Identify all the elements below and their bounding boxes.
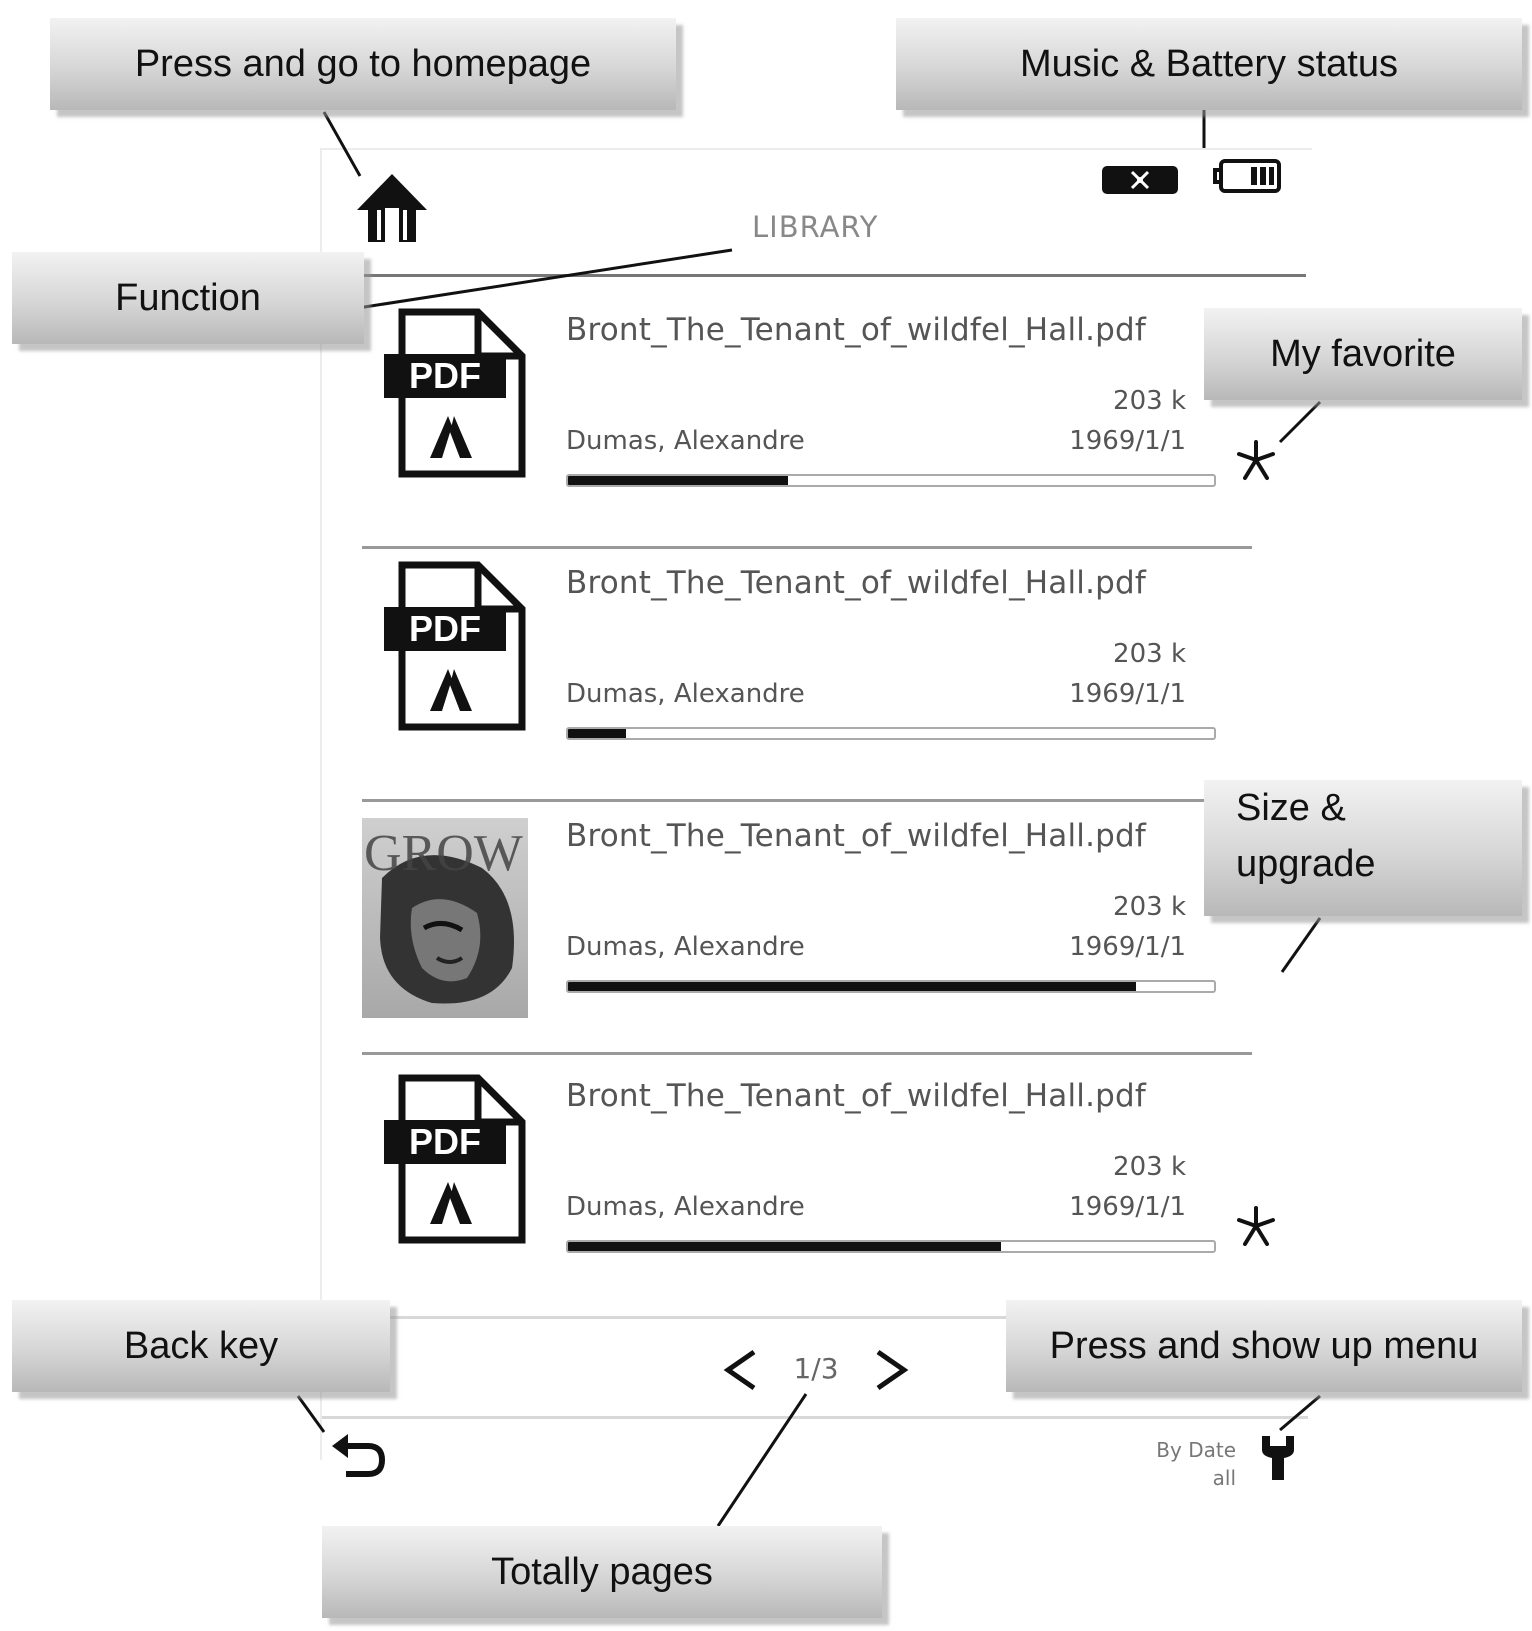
reading-progress-bar <box>566 1240 1216 1253</box>
reading-progress-fill <box>568 1242 1001 1251</box>
callout-favorite: My favorite <box>1204 308 1522 400</box>
home-icon[interactable] <box>355 172 429 244</box>
callout-size-upgrade: Size & upgrade <box>1204 780 1522 916</box>
callout-function: Function <box>12 252 364 344</box>
callout-back: Back key <box>12 1300 390 1392</box>
book-author: Dumas, Alexandre <box>566 679 805 709</box>
page-title: LIBRARY <box>752 210 879 244</box>
pdf-file-icon: PDF <box>384 561 526 731</box>
cover-title: GROW <box>364 825 523 882</box>
callout-pages: Totally pages <box>322 1526 882 1618</box>
reading-progress-bar <box>566 980 1216 993</box>
callout-menu: Press and show up menu <box>1006 1300 1522 1392</box>
chevron-right-icon[interactable] <box>872 1348 910 1392</box>
item-divider <box>362 546 1252 549</box>
header-divider <box>362 274 1306 277</box>
footer-divider <box>322 1416 1308 1419</box>
book-item[interactable]: PDF Bront_The_Tenant_of_wildfel_Hall.pdf… <box>372 1064 1275 1326</box>
book-author: Dumas, Alexandre <box>566 426 805 456</box>
callout-size-line2: upgrade <box>1236 843 1376 885</box>
footer-divider <box>322 1316 1308 1319</box>
callout-status: Music & Battery status <box>896 18 1522 110</box>
sort-filter-label[interactable]: By Date all <box>1126 1436 1236 1492</box>
book-title: Bront_The_Tenant_of_wildfel_Hall.pdf <box>566 818 1147 854</box>
book-title: Bront_The_Tenant_of_wildfel_Hall.pdf <box>566 1078 1147 1114</box>
book-title: Bront_The_Tenant_of_wildfel_Hall.pdf <box>566 565 1147 601</box>
book-size: 203 k <box>1113 892 1186 922</box>
book-size: 203 k <box>1113 386 1186 416</box>
favorite-star-icon[interactable] <box>1234 1204 1278 1248</box>
book-author: Dumas, Alexandre <box>566 932 805 962</box>
pdf-label: PDF <box>409 355 481 396</box>
book-item[interactable]: PDF Bront_The_Tenant_of_wildfel_Hall.pdf… <box>362 298 1275 560</box>
book-date: 1969/1/1 <box>1069 1192 1186 1222</box>
book-date: 1969/1/1 <box>1069 679 1186 709</box>
book-date: 1969/1/1 <box>1069 932 1186 962</box>
reading-progress-fill <box>568 729 627 738</box>
pdf-label: PDF <box>409 608 481 649</box>
page-indicator: 1/3 <box>793 1352 839 1385</box>
book-author: Dumas, Alexandre <box>566 1192 805 1222</box>
wrench-menu-icon[interactable] <box>1258 1434 1298 1482</box>
callout-size-line1: Size & <box>1236 787 1346 829</box>
pdf-file-icon: PDF <box>384 1074 526 1244</box>
reading-progress-fill <box>568 982 1137 991</box>
filter-text: all <box>1212 1466 1236 1490</box>
book-size: 203 k <box>1113 1152 1186 1182</box>
book-item[interactable]: PDF Bront_The_Tenant_of_wildfel_Hall.pdf… <box>362 551 1272 813</box>
sort-order-text: By Date <box>1156 1438 1236 1462</box>
book-size: 203 k <box>1113 639 1186 669</box>
pdf-file-icon: PDF <box>384 308 526 478</box>
back-arrow-icon[interactable] <box>330 1434 386 1480</box>
book-item[interactable]: GROW Bront_The_Tenant_of_wildfel_Hall.pd… <box>362 804 1272 1066</box>
reading-progress-fill <box>568 476 788 485</box>
reading-progress-bar <box>566 474 1216 487</box>
music-mute-icon <box>1102 166 1178 194</box>
book-cover-image: GROW <box>362 818 528 1018</box>
book-title: Bront_The_Tenant_of_wildfel_Hall.pdf <box>566 312 1147 348</box>
chevron-left-icon[interactable] <box>722 1348 760 1392</box>
pdf-label: PDF <box>409 1121 481 1162</box>
callout-homepage: Press and go to homepage <box>50 18 676 110</box>
item-divider <box>362 1052 1252 1055</box>
book-date: 1969/1/1 <box>1069 426 1186 456</box>
battery-icon <box>1213 159 1281 193</box>
favorite-star-icon[interactable] <box>1234 438 1278 482</box>
reading-progress-bar <box>566 727 1216 740</box>
item-divider <box>362 799 1252 802</box>
